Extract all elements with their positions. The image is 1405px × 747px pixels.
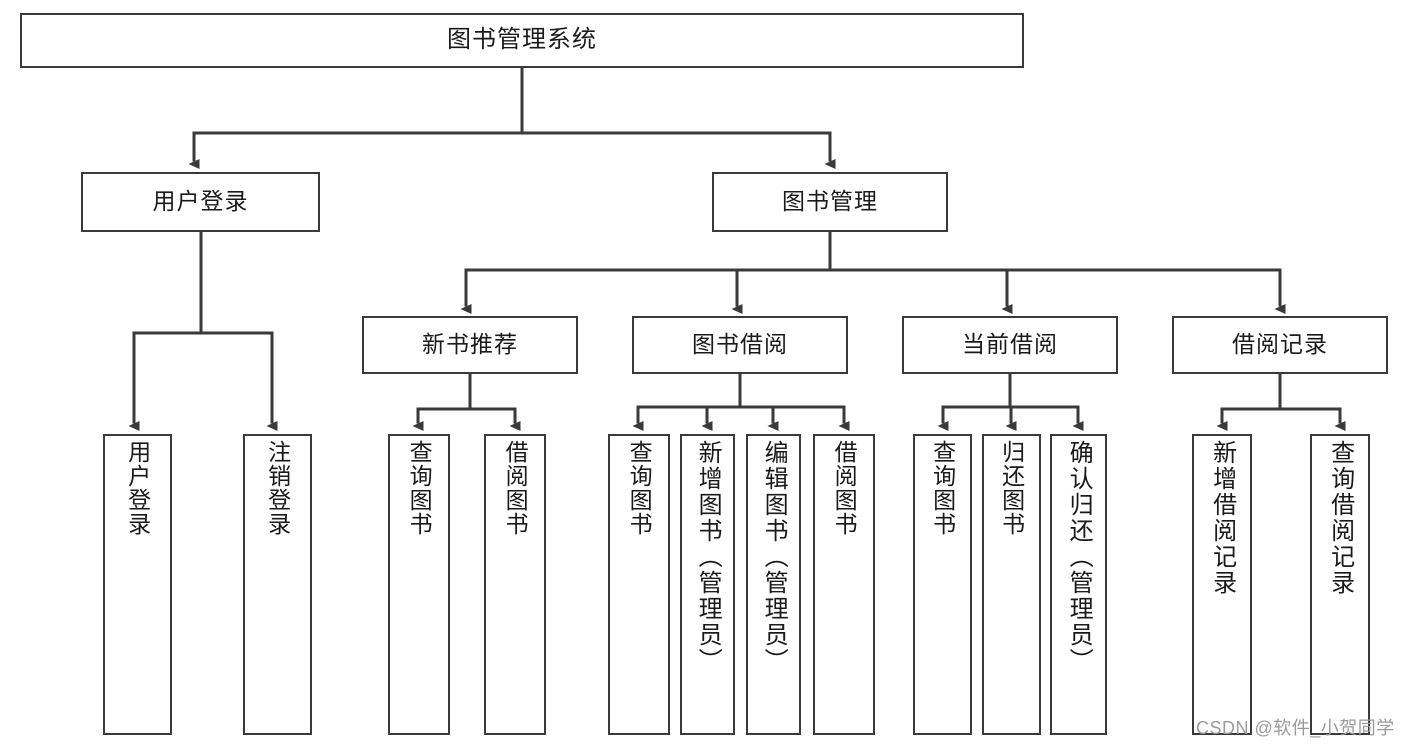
node-root[interactable]: 图书管理系统	[20, 13, 1024, 68]
node-leaf-borrow-lend-book-label: 借阅图书	[831, 440, 858, 536]
node-leaf-borrow-edit-book-label: 编辑图书（管理员）	[760, 440, 788, 674]
node-leaf-cur-return-book[interactable]: 归还图书	[982, 434, 1041, 735]
node-book-manage[interactable]: 图书管理	[712, 172, 948, 232]
node-leaf-user-logout-label: 注销登录	[264, 440, 291, 536]
node-book-manage-label: 图书管理	[782, 188, 878, 215]
node-leaf-rec-query-book[interactable]: 查询图书	[388, 434, 450, 735]
node-root-label: 图书管理系统	[447, 26, 597, 54]
node-leaf-rec-add-record-label: 新增借阅记录	[1208, 440, 1236, 596]
node-leaf-cur-confirm-return[interactable]: 确认归还（管理员）	[1050, 434, 1107, 735]
node-leaf-rec-borrow-book[interactable]: 借阅图书	[484, 434, 546, 735]
node-leaf-borrow-edit-book[interactable]: 编辑图书（管理员）	[746, 434, 801, 735]
node-book-borrow[interactable]: 图书借阅	[632, 316, 848, 374]
node-user-login-label: 用户登录	[152, 188, 249, 215]
node-leaf-borrow-query-book[interactable]: 查询图书	[608, 434, 670, 735]
node-leaf-borrow-query-book-label: 查询图书	[626, 440, 653, 536]
node-leaf-cur-query-book[interactable]: 查询图书	[913, 434, 972, 735]
node-leaf-borrow-lend-book[interactable]: 借阅图书	[813, 434, 875, 735]
node-leaf-user-login[interactable]: 用户登录	[103, 434, 172, 735]
node-leaf-borrow-add-book-label: 新增图书（管理员）	[694, 440, 722, 674]
node-leaf-rec-add-record[interactable]: 新增借阅记录	[1192, 434, 1252, 735]
node-book-borrow-label: 图书借阅	[692, 331, 788, 358]
node-new-book-rec[interactable]: 新书推荐	[362, 316, 578, 374]
node-leaf-rec-borrow-book-label: 借阅图书	[502, 440, 529, 536]
node-leaf-user-logout[interactable]: 注销登录	[243, 434, 312, 735]
node-current-borrow-label: 当前借阅	[962, 331, 1058, 358]
node-leaf-rec-query-record[interactable]: 查询借阅记录	[1310, 434, 1370, 735]
node-leaf-cur-confirm-return-label: 确认归还（管理员）	[1065, 440, 1093, 674]
node-current-borrow[interactable]: 当前借阅	[902, 316, 1118, 374]
node-leaf-cur-return-book-label: 归还图书	[998, 440, 1025, 536]
node-borrow-record[interactable]: 借阅记录	[1172, 316, 1388, 374]
node-borrow-record-label: 借阅记录	[1232, 331, 1328, 358]
node-leaf-rec-query-book-label: 查询图书	[406, 440, 433, 536]
node-user-login[interactable]: 用户登录	[81, 172, 320, 232]
node-new-book-rec-label: 新书推荐	[422, 331, 518, 358]
node-leaf-rec-query-record-label: 查询借阅记录	[1326, 440, 1354, 596]
node-leaf-cur-query-book-label: 查询图书	[929, 440, 956, 536]
watermark-text: CSDN @软件_小贺同学	[1196, 718, 1395, 738]
node-leaf-user-login-label: 用户登录	[124, 440, 151, 536]
node-leaf-borrow-add-book[interactable]: 新增图书（管理员）	[680, 434, 735, 735]
